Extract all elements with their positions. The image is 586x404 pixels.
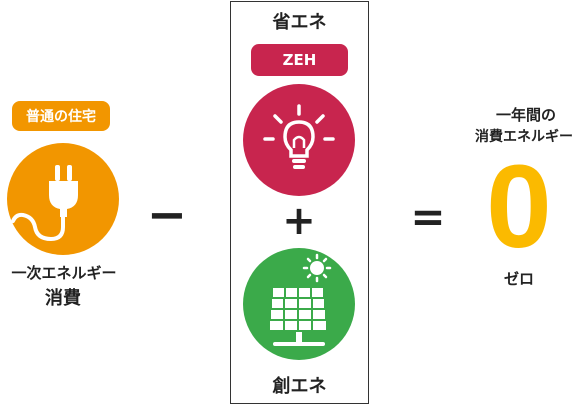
light-bulb-icon (263, 104, 335, 169)
zero-value: 0 (486, 141, 552, 273)
power-plug-icon (11, 165, 78, 242)
zeh-badge: ZEH (251, 44, 348, 76)
energy-saving-circle (243, 84, 355, 196)
energy-creation-circle (243, 248, 355, 360)
ordinary-house-badge: 普通の住宅 (12, 101, 110, 131)
primary-energy-label: 一次エネルギー (11, 264, 117, 282)
equals-sign: = (410, 192, 446, 241)
consumption-circle (7, 143, 119, 255)
solar-panel-icon (270, 253, 332, 346)
plus-sign: + (282, 198, 316, 244)
zero-caption: ゼロ (503, 270, 534, 288)
minus-sign: − (146, 187, 188, 243)
consumption-label: 消費 (45, 288, 81, 309)
energy-creation-label: 創エネ (272, 376, 327, 397)
energy-consumption-label: 消費エネルギー (475, 129, 573, 145)
energy-saving-label: 省エネ (272, 12, 327, 33)
annual-label: 一年間の (495, 106, 556, 124)
